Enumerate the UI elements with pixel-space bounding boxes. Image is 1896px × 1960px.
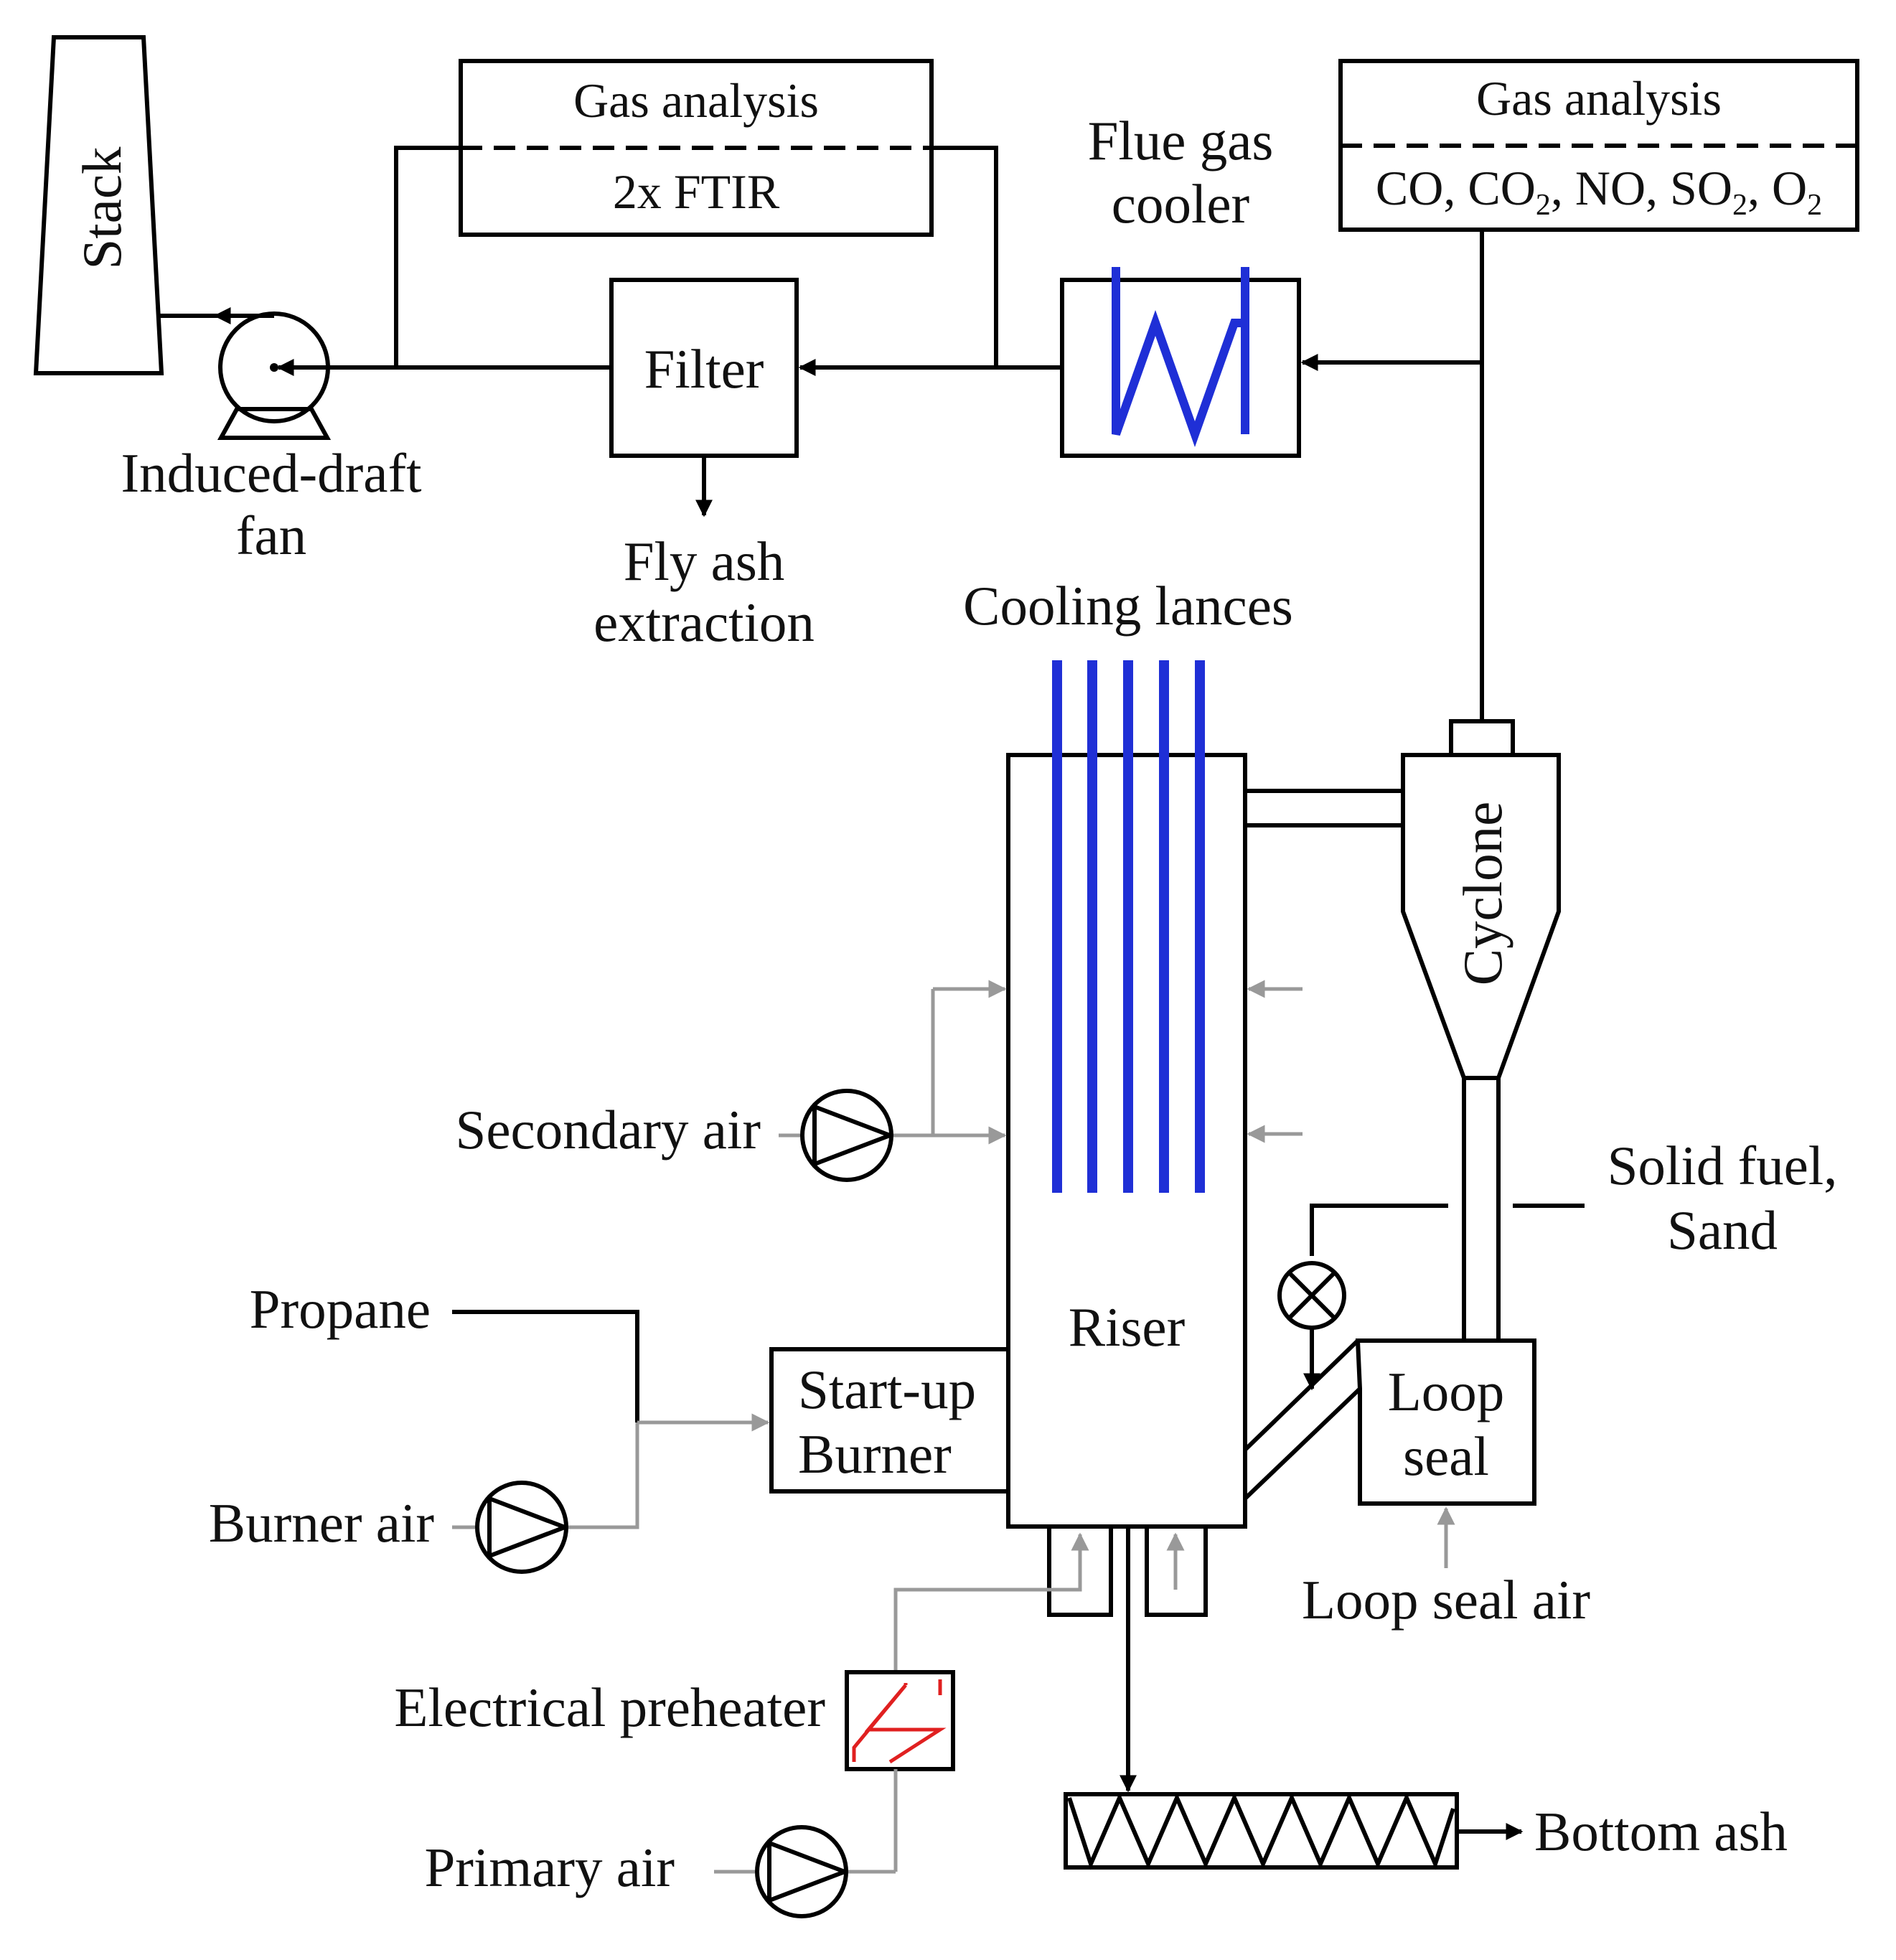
induced-draft-fan-label-1: Induced-draft	[121, 442, 422, 504]
primary-air: Primary air	[424, 1825, 896, 1918]
flue-gas-cooler-label-1: Flue gas	[1088, 110, 1274, 172]
loop-seal-air-label: Loop seal air	[1302, 1569, 1590, 1631]
fly-ash-label-2: extraction	[593, 591, 815, 653]
cooling-lances-label: Cooling lances	[963, 575, 1293, 637]
flue-gas-cooler: Flue gas cooler	[1060, 110, 1301, 458]
propane-label: Propane	[250, 1278, 431, 1340]
solid-fuel-label-2: Sand	[1667, 1199, 1778, 1261]
propane-feed: Propane	[250, 1278, 639, 1422]
electrical-preheater-label: Electrical preheater	[394, 1677, 825, 1738]
rotary-valve-icon	[1277, 1261, 1346, 1330]
stack: Stack	[33, 35, 164, 375]
cooling-lances	[1052, 660, 1205, 1193]
filter-label: Filter	[644, 338, 764, 400]
burner-air-blower-icon	[475, 1481, 571, 1574]
gas-analysis-ftir-title: Gas analysis	[573, 73, 819, 128]
fly-ash-label-1: Fly ash	[624, 530, 785, 592]
induced-draft-fan: Induced-draft fan	[121, 307, 422, 566]
secondary-air-label: Secondary air	[456, 1099, 761, 1160]
loop-seal-label-2: seal	[1403, 1425, 1489, 1487]
gas-analysis-ftir: Gas analysis 2x FTIR	[394, 59, 998, 367]
primary-air-windbox	[893, 1527, 1208, 1679]
secondary-air-blower-icon	[800, 1089, 896, 1182]
startup-burner-label-1: Start-up	[798, 1359, 976, 1420]
gas-analysis-online: Gas analysis CO, CO2, NO, SO2, O2	[1338, 59, 1859, 232]
solid-fuel-label-1: Solid fuel,	[1608, 1135, 1838, 1196]
bottom-ash-label: Bottom ash	[1534, 1801, 1788, 1862]
gas-analysis-online-title: Gas analysis	[1476, 71, 1722, 126]
burner-air-label: Burner air	[209, 1492, 434, 1554]
stack-label: Stack	[71, 146, 133, 270]
gas-analysis-ftir-content: 2x FTIR	[613, 164, 780, 219]
cyclone-label: Cyclone	[1452, 802, 1513, 986]
secondary-air: Secondary air	[456, 980, 1007, 1182]
riser-cyclone-duct	[1245, 789, 1403, 827]
heater-element-icon	[852, 1679, 947, 1764]
loop-seal: Loop seal Loop seal air	[1243, 1338, 1590, 1631]
primary-air-label: Primary air	[424, 1837, 675, 1898]
primary-air-blower-icon	[755, 1825, 851, 1918]
riser-label: Riser	[1069, 1296, 1186, 1358]
induced-draft-fan-label-2: fan	[236, 505, 306, 566]
burner-air: Burner air	[209, 1413, 770, 1574]
cyclone: Cyclone	[1401, 719, 1561, 1341]
filter: Filter Fly ash extraction	[593, 278, 815, 653]
solid-fuel-feed: Solid fuel, Sand	[1277, 1135, 1838, 1391]
flue-gas-cooler-label-2: cooler	[1112, 173, 1249, 235]
bottom-ash-screw-conveyor: Bottom ash	[1064, 1792, 1788, 1870]
startup-burner: Start-up Burner	[769, 1347, 1010, 1494]
startup-burner-label-2: Burner	[798, 1423, 952, 1485]
gas-analysis-online-content: CO, CO2, NO, SO2, O2	[1376, 161, 1822, 222]
loop-seal-label-1: Loop	[1388, 1361, 1505, 1422]
electrical-preheater: Electrical preheater	[394, 1670, 955, 1872]
